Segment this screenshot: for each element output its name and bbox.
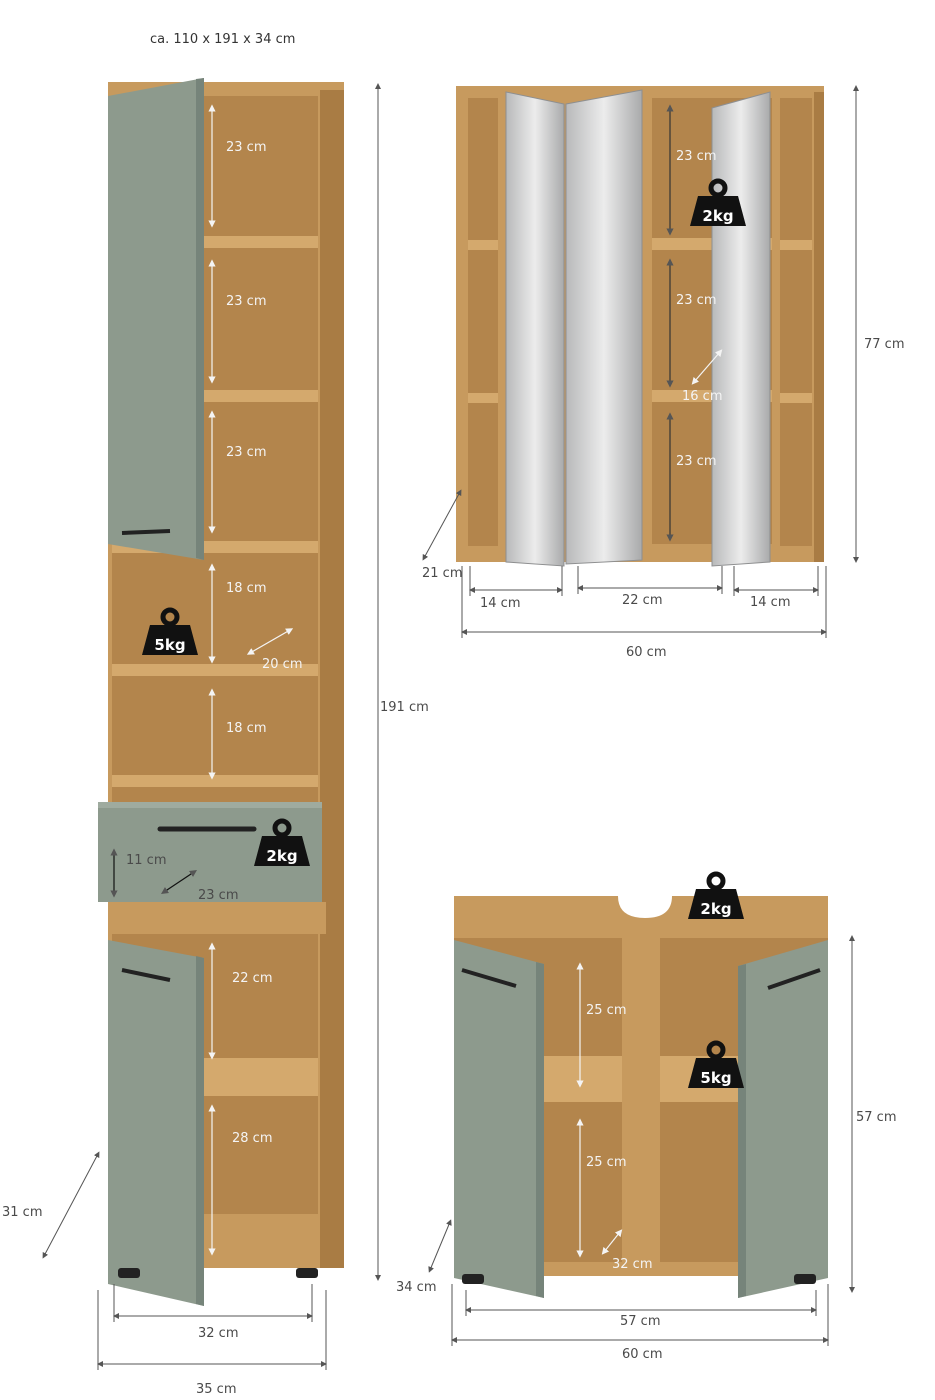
vanity-depth-arrow [428,1219,452,1273]
mirror-shelf [780,393,812,403]
mirror-weight-label: 2kg [702,207,733,225]
tall-foot [118,1268,140,1278]
mirror-depth-arrow [422,489,462,561]
mirror-left-bay [468,98,498,546]
mirror-width-label: 60 cm [626,645,667,660]
tall-shelf [112,664,318,676]
mirror-door-center [565,89,643,565]
mirror-center-width-label: 22 cm [622,593,663,608]
mirror-cabinet-side [814,92,824,562]
vanity-door-right [738,940,828,1298]
tall-depth-label: 31 cm [2,1205,43,1220]
tall-drawer-frame [112,902,326,934]
tall-lower-door-handle [121,968,171,982]
tall-inner-width-label: 32 cm [198,1326,239,1341]
tall-cabinet-side [320,90,344,1268]
vanity-base [454,1262,828,1276]
weight-icon: 5kg [142,610,198,655]
tall-upper-door-edge [196,78,204,560]
mirror-height-label: 77 cm [864,337,905,352]
tall-upper-door [108,78,204,560]
vanity-top-cutout [618,896,672,918]
weight-icon: 2kg [690,181,746,226]
tall-open-2-label: 18 cm [226,721,267,736]
tall-depth-arrow [42,1151,100,1259]
tall-open-depth-arrow [246,628,294,655]
tall-drawer-depth-label: 23 cm [198,888,239,903]
tall-lower-door [108,940,204,1306]
mirror-shelf [780,240,812,250]
vanity-door-left [454,940,544,1298]
tall-upper-door-handle [121,529,171,535]
tall-drawer-top-edge [98,802,322,808]
weight-icon: 5kg [688,1043,744,1088]
vanity-foot [462,1274,484,1284]
mirror-shelf-1-label: 23 cm [676,149,717,164]
mirror-shelf-2-label: 23 cm [676,293,717,308]
vanity-door-left-handle [461,968,517,988]
vanity-foot [794,1274,816,1284]
mirror-right-width-label: 14 cm [750,595,791,610]
vanity-width-label: 60 cm [622,1347,663,1362]
vanity-divider [622,938,660,1264]
vanity-inner-depth-arrow [601,1229,623,1255]
tall-open-1-label: 18 cm [226,581,267,596]
vanity-cabinet: 25 cm 25 cm 32 cm 2kg 5kg 57 cm 34 cm 57… [396,874,897,1362]
tall-shelf [112,775,318,787]
vanity-height-label: 57 cm [856,1110,897,1125]
overall-size-label: ca. 110 x 191 x 34 cm [150,32,295,47]
tall-lower-1-label: 22 cm [232,971,273,986]
vanity-weight-top-label: 2kg [700,900,731,918]
tall-weight-drawer-label: 2kg [266,847,297,865]
tall-weight-open-label: 5kg [154,636,185,654]
tall-shelf-2-label: 23 cm [226,294,267,309]
mirror-cabinet: 23 cm 23 cm 16 cm 23 cm 2kg 77 cm 21 cm … [422,85,905,660]
tall-cabinet: 23 cm 23 cm 23 cm 18 cm 20 cm 18 cm 11 c… [2,78,429,1397]
tall-shelf-1-label: 23 cm [226,140,267,155]
vanity-upper-label: 25 cm [586,1003,627,1018]
tall-foot [296,1268,318,1278]
tall-shelf-3-label: 23 cm [226,445,267,460]
vanity-inner-depth-label: 32 cm [612,1257,653,1272]
mirror-right-bay [780,98,812,546]
tall-lower-door-edge [196,956,204,1306]
tall-height-label: 191 cm [380,700,429,715]
tall-drawer-height-label: 11 cm [126,853,167,868]
vanity-weight-shelf-label: 5kg [700,1069,731,1087]
tall-drawer-depth-arrow [161,870,197,894]
vanity-depth-label: 34 cm [396,1280,437,1295]
vanity-lower-label: 25 cm [586,1155,627,1170]
vanity-inner-width-label: 57 cm [620,1314,661,1329]
tall-lower-2-label: 28 cm [232,1131,273,1146]
vanity-door-left-edge [536,962,544,1298]
mirror-door-left [505,91,565,567]
mirror-left-width-label: 14 cm [480,596,521,611]
vanity-shelf [544,1056,622,1102]
mirror-inner-depth-arrow [691,349,723,385]
mirror-inner-depth-label: 16 cm [682,389,723,404]
mirror-shelf [468,240,498,250]
vanity-door-right-edge [738,964,746,1298]
mirror-shelf [468,393,498,403]
vanity-door-right-handle [767,968,821,990]
mirror-door-right [711,91,771,567]
tall-open-depth-label: 20 cm [262,657,303,672]
weight-icon: 2kg [688,874,744,919]
mirror-shelf-3-label: 23 cm [676,454,717,469]
weight-icon: 2kg [254,821,310,866]
tall-width-label: 35 cm [196,1382,237,1397]
mirror-depth-label: 21 cm [422,566,463,581]
